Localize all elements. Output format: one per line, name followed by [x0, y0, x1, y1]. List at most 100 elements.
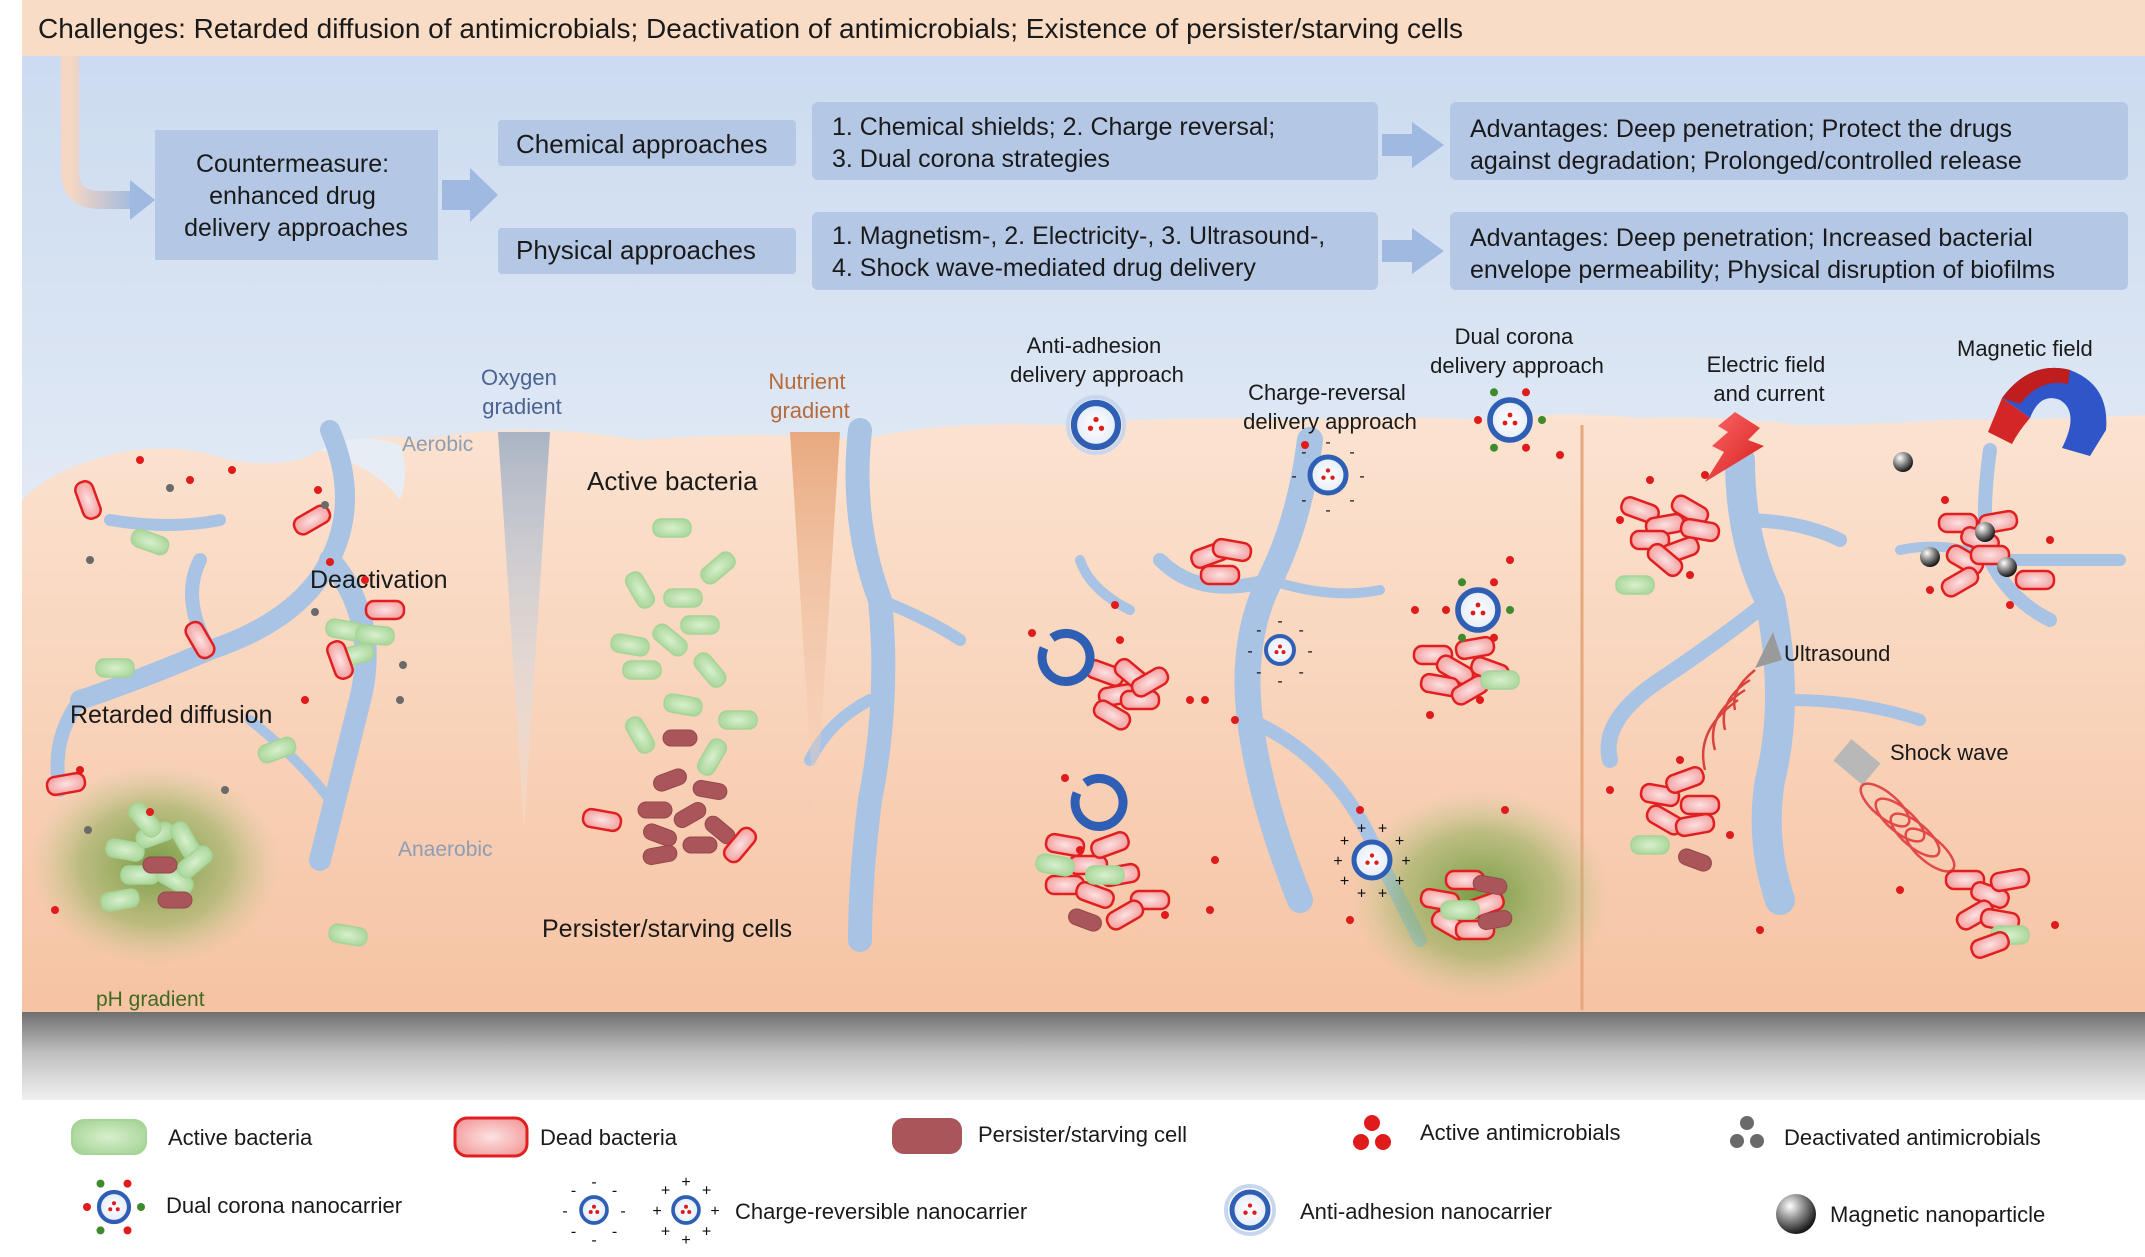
corona-ligand — [1442, 606, 1450, 614]
legend-active-bacteria: Active bacteria — [168, 1125, 313, 1150]
persister-cell — [1678, 848, 1712, 872]
charge-symbol: + — [661, 1182, 670, 1199]
cargo-dot — [1061, 774, 1069, 782]
anaerobic-label: Anaerobic — [398, 838, 493, 861]
antimicrobial-dot — [1896, 886, 1904, 894]
retarded-diffusion-label: Retarded diffusion — [70, 701, 272, 729]
active-bacterium — [1480, 670, 1520, 690]
dead-bacterium — [1105, 899, 1145, 931]
charge-symbol: - — [1325, 434, 1330, 451]
dead-bacterium — [1970, 931, 2010, 959]
dead-bacterium — [1969, 544, 2011, 566]
charge-symbol: - — [1299, 622, 1304, 639]
cargo-dot — [1247, 1203, 1253, 1208]
antimicrobial-dot — [1211, 856, 1219, 864]
antimicrobial-dot — [1756, 926, 1764, 934]
active-bacterium — [652, 518, 692, 538]
deactivated-antimicrobial-dot — [396, 696, 404, 704]
ph-gradient-label: pH gradient — [96, 988, 205, 1011]
dead-bacterium — [1665, 766, 1705, 794]
corona-ligand — [123, 1179, 132, 1188]
dead-bacterium — [2014, 569, 2056, 591]
countermeasure-arrow — [442, 168, 498, 222]
legend-persister-cell: Persister/starving cell — [978, 1122, 1187, 1147]
negative-charge-carrier-icon: -------- — [562, 1174, 625, 1249]
cargo-dot — [1365, 860, 1370, 865]
legend-dead-bacteria-icon — [453, 1116, 529, 1158]
charge-symbol: + — [661, 1224, 670, 1241]
charge-symbol: - — [1291, 468, 1296, 485]
corona-ligand — [83, 1203, 91, 1211]
substrate-floor — [22, 1012, 2145, 1102]
active-bacterium — [663, 693, 703, 717]
antimicrobial-dot — [1676, 756, 1684, 764]
charge-symbol: - — [571, 1224, 576, 1241]
nanocarrier-shell — [1264, 634, 1296, 666]
dead-bacterium — [292, 504, 332, 536]
legend-dead-bacteria: Dead bacteria — [540, 1125, 678, 1150]
cargo-dot — [1470, 610, 1476, 616]
anti-adhesion-line-1: Anti-adhesion — [1027, 333, 1162, 358]
charge-symbol: + — [1378, 885, 1387, 902]
nanocarrier-shell — [96, 1189, 132, 1225]
anti-adhesion-carrier-icon — [1224, 1184, 1276, 1236]
legend-magnetic-nanoparticle: Magnetic nanoparticle — [1830, 1202, 2045, 1227]
cargo-dot — [680, 1209, 685, 1214]
persister-cell — [653, 768, 687, 792]
active-bacterium — [718, 710, 758, 730]
cargo-dot — [592, 1204, 596, 1209]
dual-corona-nanocarrier — [1442, 578, 1514, 642]
charge-symbol: + — [1401, 853, 1410, 870]
active-bacterium — [680, 615, 720, 635]
legend-charge-reversible-icon: --------++++++++ — [562, 1174, 719, 1249]
persister-cell — [682, 836, 718, 854]
chemical-details-line-1: 1. Chemical shields; 2. Charge reversal; — [832, 113, 1275, 141]
countermeasure-line-3: delivery approaches — [184, 214, 408, 242]
dead-bacterium — [1670, 494, 1710, 526]
antimicrobial-dot — [1426, 711, 1434, 719]
corona-ligand — [96, 1179, 105, 1188]
oxygen-gradient-label: Oxygen gradient — [481, 365, 563, 419]
aerobic-label: Aerobic — [402, 433, 473, 456]
banner-arrow-head — [130, 180, 155, 220]
active-bacterium — [652, 623, 688, 657]
dead-bacterium — [581, 807, 623, 833]
antimicrobial-dot — [1201, 696, 1209, 704]
charge-symbol: - — [1256, 622, 1261, 639]
chemical-details-box — [812, 102, 1378, 180]
dead-bacterium — [1955, 899, 1995, 931]
antimicrobial-dot — [1726, 831, 1734, 839]
dead-bacterium — [1679, 794, 1721, 816]
nanocarrier-shell — [1487, 397, 1533, 443]
charge-symbol: - — [612, 1224, 617, 1241]
deactivated-antimicrobial-dot — [221, 786, 229, 794]
dead-bacterium — [1130, 666, 1170, 698]
charge-symbol: + — [1395, 873, 1404, 890]
deactivated-antimicrobial-dot — [86, 556, 94, 564]
charge-symbol: - — [1301, 492, 1306, 509]
active-bacterium — [130, 528, 170, 556]
active-bacterium — [624, 571, 656, 609]
antimicrobial-dot — [51, 906, 59, 914]
corona-ligand — [96, 1226, 105, 1235]
electric-field-label: Electric field and current — [1707, 352, 1832, 406]
charge-symbol: + — [1340, 873, 1349, 890]
persister-cell — [662, 729, 698, 747]
dead-bacterium — [1679, 517, 1721, 543]
persister-cell — [1472, 874, 1508, 896]
cargo-dot — [1369, 853, 1375, 858]
corona-ligand — [1490, 633, 1498, 642]
legend-dual-corona-icon — [83, 1179, 145, 1235]
cargo-dot — [1480, 610, 1486, 616]
dead-bacterium — [1211, 537, 1253, 563]
dead-bacterium — [1075, 881, 1115, 909]
carriers-layer: ----------------++++++++++ — [1028, 388, 2017, 902]
active-bacterium — [257, 736, 297, 764]
cargo-dot — [1243, 1210, 1248, 1215]
active-bacterium — [1035, 853, 1075, 877]
physical-advantages-line-1: Advantages: Deep penetration; Increased … — [1470, 224, 2033, 252]
antimicrobial-dot — [1501, 806, 1509, 814]
dual-corona-label: Dual corona delivery approach — [1430, 324, 1604, 378]
cargo-dot — [1274, 650, 1279, 655]
